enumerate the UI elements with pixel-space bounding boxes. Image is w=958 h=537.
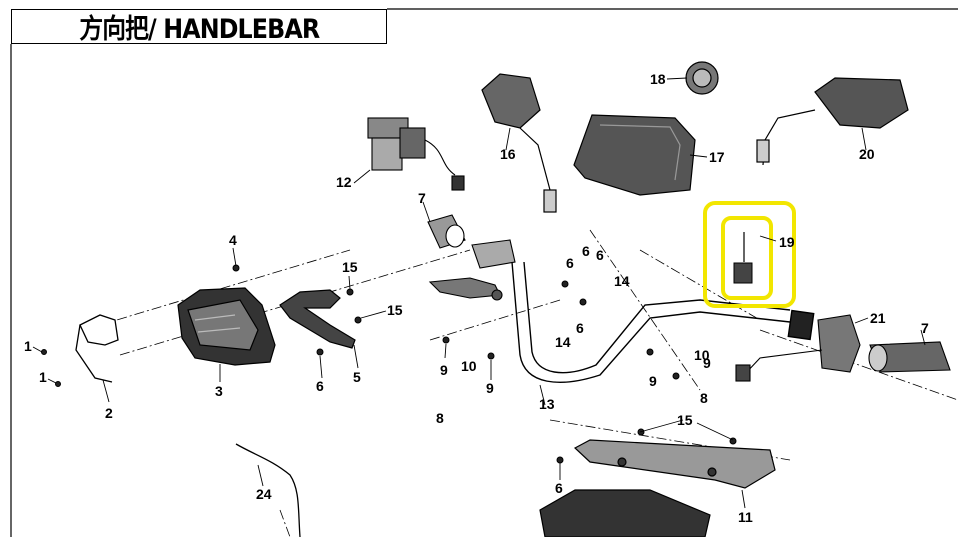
title-box: 方向把/ HANDLEBAR [11, 9, 387, 45]
callout-9d: 9 [649, 373, 657, 389]
callout-6f: 6 [555, 480, 563, 496]
part-12-master-cylinder [367, 117, 465, 191]
part-19-bolt-highlighted [703, 201, 796, 308]
callout-1b: 1 [39, 369, 47, 385]
part-7-right-grip [868, 341, 951, 373]
callout-1a: 1 [24, 338, 32, 354]
callout-14b: 14 [614, 273, 630, 289]
callout-8a: 8 [436, 410, 444, 426]
callout-19: 19 [779, 234, 795, 250]
part-3-hand-guard [177, 287, 276, 366]
part-13-handlebar [511, 261, 815, 384]
part-24-cable [235, 443, 301, 537]
callout-10a: 10 [461, 358, 477, 374]
callout-12: 12 [336, 174, 352, 190]
leader-lines [32, 77, 926, 509]
part-21-switch [735, 314, 861, 382]
part-lever-assembly [428, 239, 516, 301]
callout-2: 2 [105, 405, 113, 421]
part-2-hand-guard-frame [75, 314, 119, 383]
callout-6a: 6 [316, 378, 324, 394]
callout-3: 3 [215, 383, 223, 399]
part-5-bracket [279, 289, 356, 349]
callout-4: 4 [229, 232, 237, 248]
callout-13: 13 [539, 396, 555, 412]
callout-17: 17 [709, 149, 725, 165]
axis-lines [99, 229, 958, 537]
callout-9a: 9 [440, 362, 448, 378]
callout-24: 24 [256, 486, 272, 502]
callout-7a: 7 [418, 190, 426, 206]
callout-labels: 1 1 2 3 4 5 6 15 15 7 8 9 9 10 6 6 12 13… [24, 71, 929, 525]
callout-5: 5 [353, 369, 361, 385]
part-16-left-mirror [481, 73, 557, 213]
diagram-title: 方向把/ HANDLEBAR [79, 14, 320, 45]
part-lower-guard [539, 489, 711, 537]
callout-6b: 6 [566, 255, 574, 271]
callout-20: 20 [859, 146, 875, 162]
callout-6d: 6 [582, 243, 590, 259]
callout-15b: 15 [387, 302, 403, 318]
callout-6e: 6 [596, 247, 604, 263]
callout-18: 18 [650, 71, 666, 87]
callout-9b: 9 [486, 380, 494, 396]
callout-21: 21 [870, 310, 886, 326]
part-18-indicator [685, 61, 719, 95]
callout-16: 16 [500, 146, 516, 162]
callout-9c: 9 [703, 355, 711, 371]
callout-7b: 7 [921, 320, 929, 336]
part-bar-bracket [573, 439, 776, 489]
hardware [41, 264, 737, 464]
part-20-right-mirror [756, 77, 909, 166]
callout-6c: 6 [576, 320, 584, 336]
callout-15a: 15 [342, 259, 358, 275]
callout-14a: 14 [555, 334, 571, 350]
callout-15c: 15 [677, 412, 693, 428]
callout-10b: 10 [694, 347, 710, 363]
callout-8b: 8 [700, 390, 708, 406]
part-7-left-grip [427, 214, 466, 249]
callout-11: 11 [738, 509, 753, 525]
part-17-cover [573, 114, 696, 196]
